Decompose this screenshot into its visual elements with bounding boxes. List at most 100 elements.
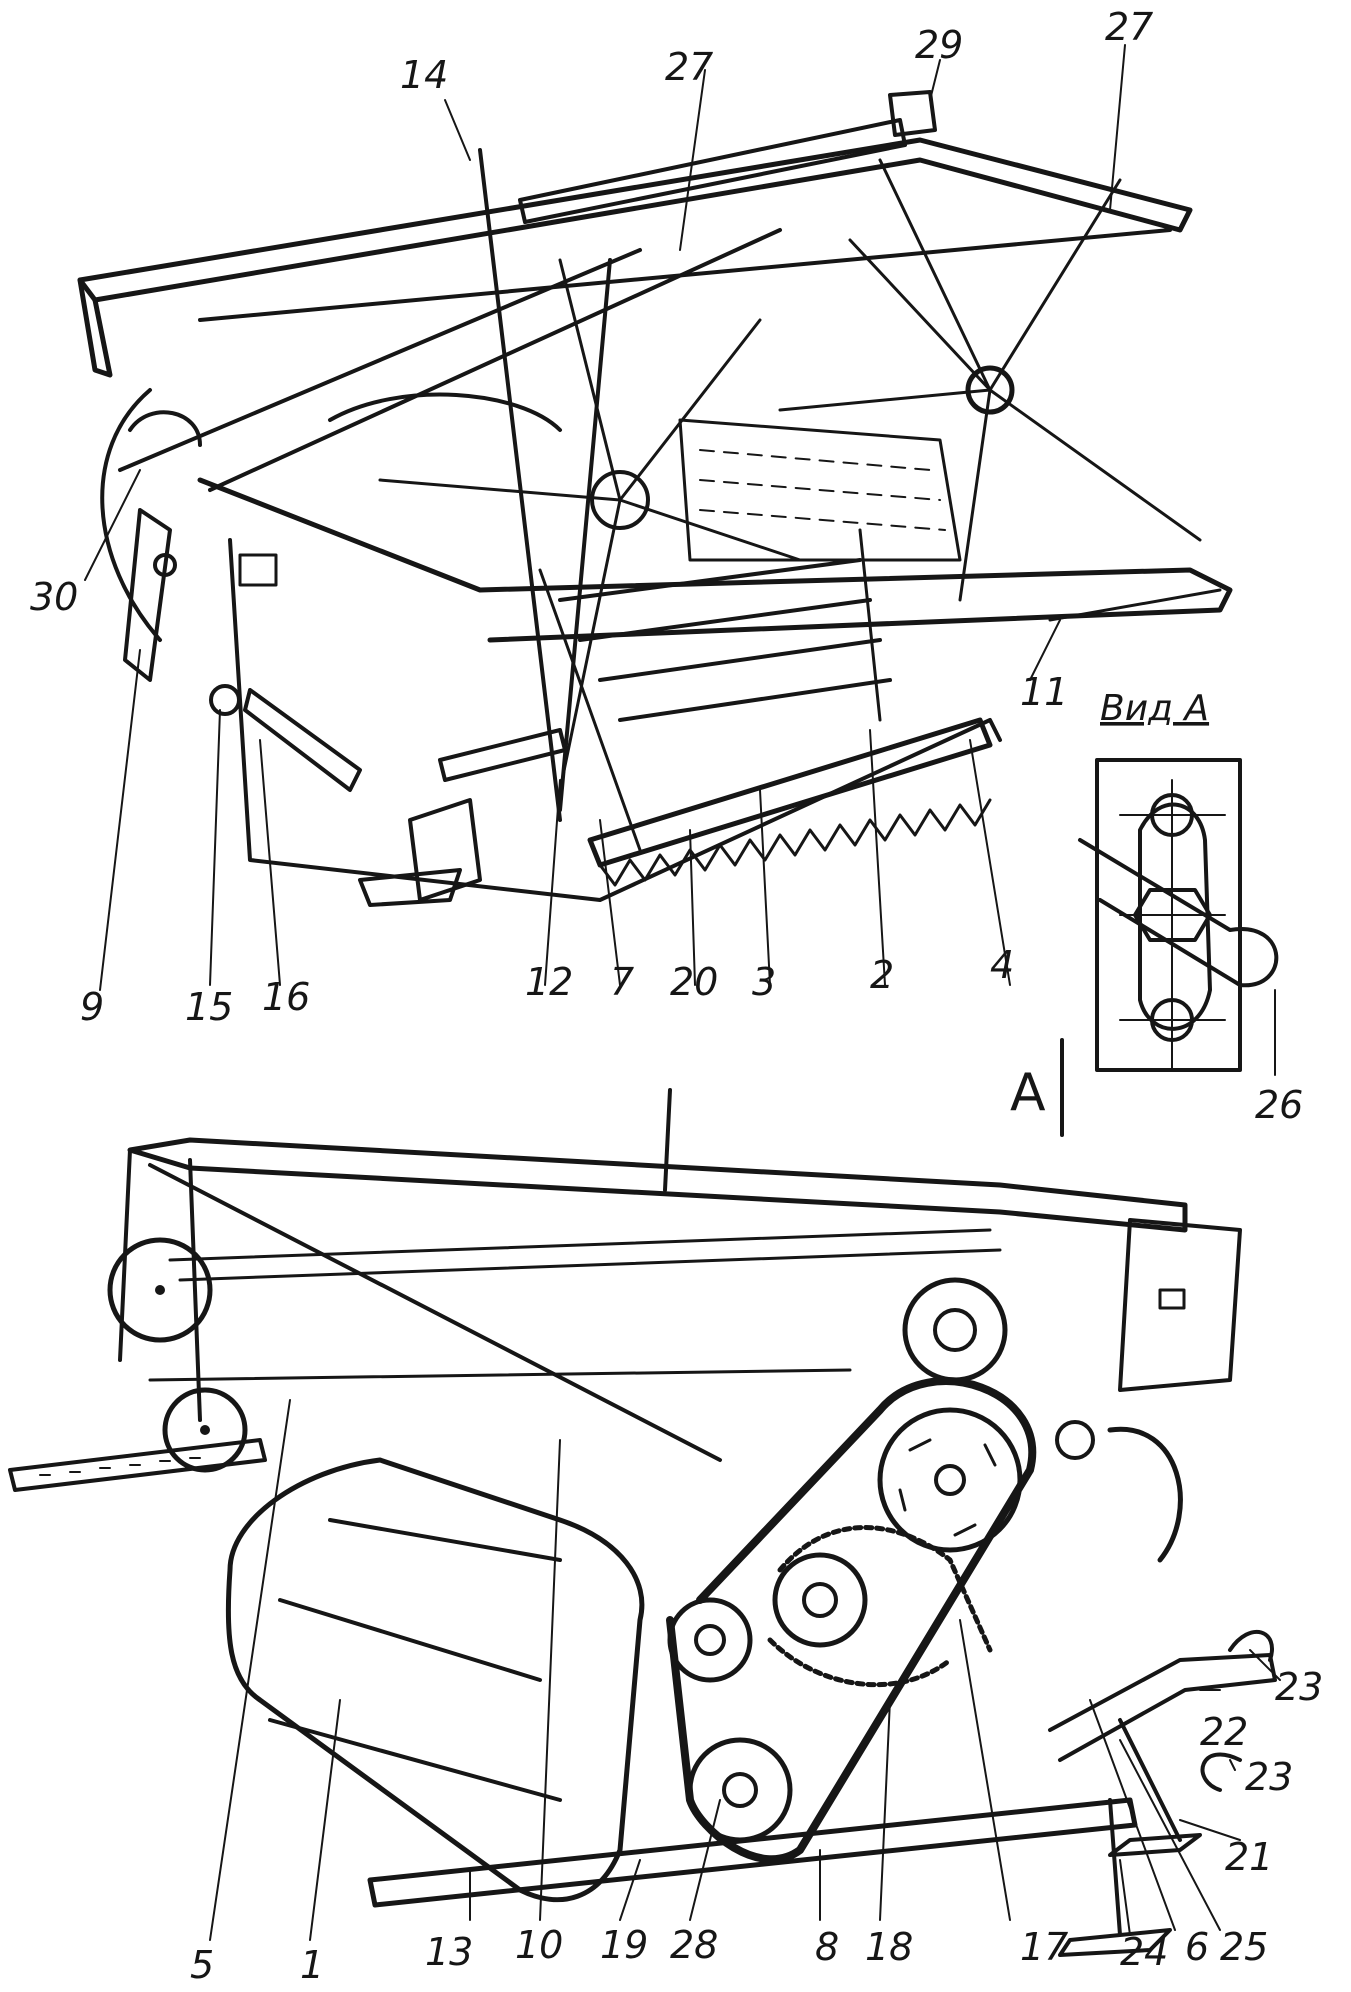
callout-5: 5 <box>190 1943 214 1987</box>
cutter-bar <box>587 717 993 868</box>
side-panel <box>678 418 962 562</box>
pulley-28-hub <box>722 1772 758 1808</box>
bottom-leaders <box>209 1399 1281 1941</box>
callout-14: 14 <box>400 53 448 97</box>
side-shield-louvres <box>268 1518 562 1802</box>
hydraulic-cylinder-16 <box>243 688 362 792</box>
reel-arm-diagonal-1 <box>208 228 782 492</box>
conveyor-sides <box>538 528 882 852</box>
auger-curve <box>328 392 562 432</box>
reel-hub-right <box>965 365 1015 415</box>
drawbar-22 <box>1048 1653 1277 1762</box>
link-12 <box>438 728 567 782</box>
callout-11: 11 <box>1020 670 1068 714</box>
divider-shoe <box>408 798 482 902</box>
view-arrow: А <box>1010 1038 1064 1137</box>
callout-8: 8 <box>815 1925 839 1969</box>
callout-22: 22 <box>1200 1710 1248 1754</box>
side-panel-hatch <box>699 449 946 531</box>
view-a-title: Вид А <box>1100 688 1209 729</box>
top-rail-bracket <box>888 90 937 137</box>
callout-28: 28 <box>670 1923 718 1967</box>
skid <box>358 868 462 907</box>
callout-20: 20 <box>670 960 718 1004</box>
view-a-pin-26 <box>1078 838 1279 988</box>
pivot-15 <box>209 684 241 716</box>
rear-plate <box>1158 1288 1186 1310</box>
callout-16: 16 <box>262 975 310 1019</box>
large-pulley-hub <box>934 1464 966 1496</box>
bottom-rails <box>148 1228 1002 1382</box>
rod-14 <box>478 148 562 822</box>
diagonal-rod <box>148 1163 722 1462</box>
header-bottom-edge <box>228 538 1002 902</box>
vertical-post <box>558 258 612 812</box>
callout-15: 15 <box>185 985 233 1029</box>
bottom-top-frame <box>127 1137 1188 1233</box>
large-pulley-spokes <box>898 1438 997 1537</box>
pulley-upper-right <box>902 1277 1008 1383</box>
sprocket-center-hub <box>802 1582 838 1618</box>
callout-4: 4 <box>990 943 1014 987</box>
callout-24: 24 <box>1120 1930 1168 1974</box>
frame-left-post <box>77 277 113 378</box>
callout-23-lower: 23 <box>1245 1755 1293 1799</box>
rear-drum <box>1107 1426 1183 1563</box>
callout-30: 30 <box>30 575 78 619</box>
callout-1: 1 <box>300 1943 324 1987</box>
callout-6: 6 <box>1185 1925 1209 1969</box>
bottom-cutter-bar <box>8 1438 267 1492</box>
top-leaders <box>84 44 1276 1076</box>
callout-26: 26 <box>1255 1083 1303 1127</box>
cutter-bar-marks <box>39 1457 201 1476</box>
view-arrow-label: А <box>1010 1063 1046 1123</box>
plate <box>238 553 278 587</box>
callout-2: 2 <box>870 953 894 997</box>
callout-12: 12 <box>525 960 573 1004</box>
sprocket-center <box>772 1552 868 1648</box>
callout-17: 17 <box>1020 1925 1068 1969</box>
reel-hub-center <box>590 470 650 530</box>
stand-21 <box>1108 1718 1202 1857</box>
view-a-detail: Вид А <box>1078 688 1279 1072</box>
pulley-upper-right-hub <box>933 1308 977 1352</box>
reel-spokes-right <box>778 158 1202 602</box>
callout-18: 18 <box>865 1925 913 1969</box>
header-trough-edge <box>197 477 1233 643</box>
callout-10: 10 <box>515 1923 563 1967</box>
view-a-link-plate <box>1138 802 1212 1031</box>
upper-frame-beam <box>77 137 1193 303</box>
auger-shield <box>100 388 162 642</box>
bottom-beam <box>367 1797 1138 1908</box>
bottom-assembly <box>8 1088 1277 1957</box>
stand-24 <box>1058 1798 1172 1957</box>
callout-21: 21 <box>1225 1835 1273 1879</box>
hitch-30 <box>128 410 202 447</box>
reel-arm-diagonal-2 <box>118 248 642 472</box>
callout-3: 3 <box>752 960 776 1004</box>
lift-bracket-9 <box>123 508 172 682</box>
callout-13: 13 <box>425 1930 473 1974</box>
reel-spokes-center <box>378 258 802 792</box>
view-a-frame <box>1095 758 1242 1072</box>
callout-19: 19 <box>600 1923 648 1967</box>
small-sprocket <box>1055 1420 1095 1460</box>
callout-25: 25 <box>1220 1925 1268 1969</box>
top-rail <box>518 118 907 224</box>
idler-pulley <box>667 1597 753 1683</box>
callout-27-right: 27 <box>1105 5 1153 49</box>
callout-23-upper: 23 <box>1275 1665 1323 1709</box>
top-assembly <box>77 90 1233 907</box>
view-a-centerlines <box>1119 779 1226 1071</box>
callout-29: 29 <box>915 23 963 67</box>
pulley-left-upper-hub <box>155 1285 165 1295</box>
conveyor-slats <box>558 558 892 722</box>
beam-11 <box>1048 588 1222 622</box>
callout-27-left: 27 <box>665 45 713 89</box>
drive-chain <box>767 1525 993 1688</box>
pulley-left-upper <box>107 1237 213 1343</box>
hook-pin <box>153 553 177 577</box>
idler-pulley-hub <box>694 1624 726 1656</box>
